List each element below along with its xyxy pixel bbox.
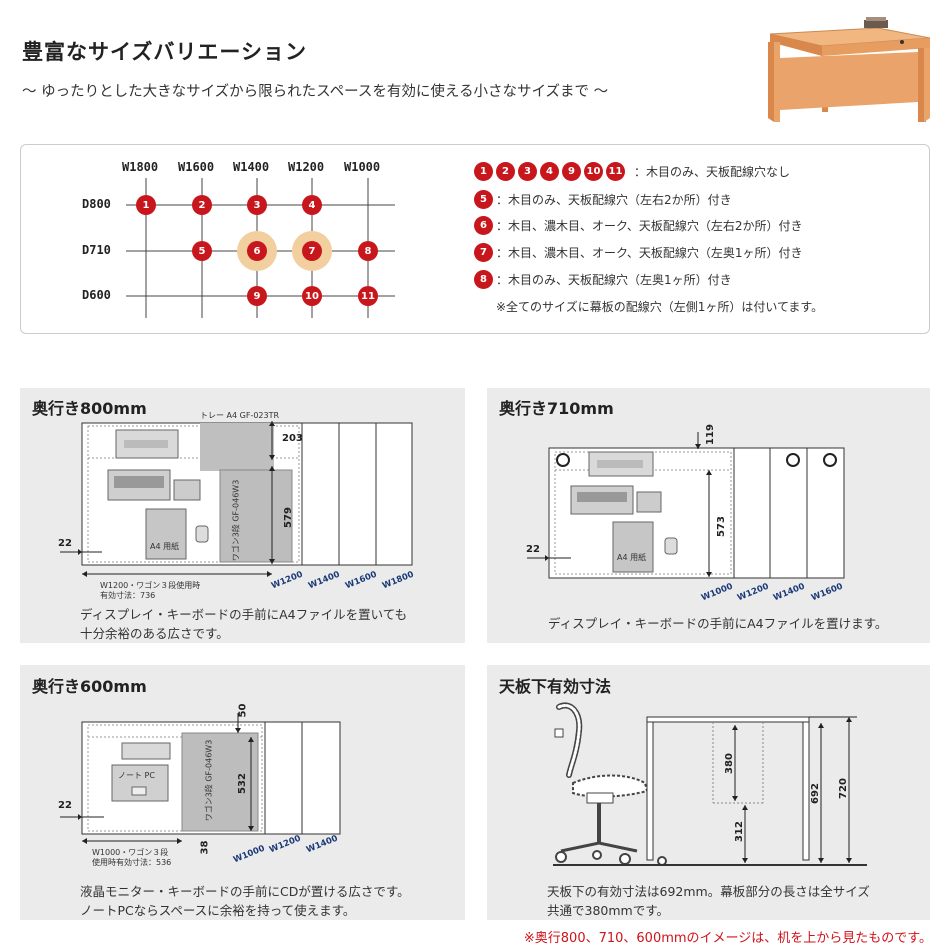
legend-number-4: 4 — [540, 162, 559, 181]
grid-point-6: 6 — [247, 241, 267, 261]
diagram-d600 — [60, 713, 341, 844]
width-label-w1000: W1000 — [344, 160, 381, 174]
dim-22-d800: 22 — [58, 538, 72, 549]
dim-38: 38 — [199, 840, 211, 855]
panel-d800-title: 奥行き800mm — [32, 399, 147, 418]
legend-number-5: 5 — [474, 190, 493, 209]
legend-number-7: 7 — [474, 243, 493, 262]
width-label-w1400: W1400 — [233, 160, 270, 174]
legend-number-6: 6 — [474, 216, 493, 235]
effective-note-d800-2: 有効寸法：736 — [100, 591, 156, 600]
dim-692: 692 — [809, 783, 821, 804]
width-label-w1200: W1200 — [288, 160, 325, 174]
effective-note-d600-2: 使用時有効寸法：536 — [92, 858, 172, 867]
width-label-w1600: W1600 — [178, 160, 215, 174]
wagon-label-d800: ワゴン3段 GF-046W3 — [231, 479, 241, 562]
legend-number-10: 10 — [584, 162, 603, 181]
caption-d600-1: 液晶モニター・キーボードの手前にCDが置ける広さです。 — [80, 884, 410, 899]
grid-point-10: 10 — [302, 286, 322, 306]
paper-label-d710: A4 用紙 — [617, 553, 647, 562]
panel-d600-title: 奥行き600mm — [32, 677, 147, 696]
diagram-under-desk — [553, 702, 867, 866]
dim-203: 203 — [282, 433, 303, 444]
depth-label-d800: D800 — [82, 197, 111, 211]
legend-number-3: 3 — [518, 162, 537, 181]
page-subtitle: 〜 ゆったりとした大きなサイズから限られたスペースを有効に使える小さなサイズまで… — [22, 84, 609, 100]
dim-532: 532 — [236, 773, 248, 794]
grid-point-1: 1 — [136, 195, 156, 215]
footer-note: ※奥行800、710、600mmのイメージは、机を上から見たものです。 — [523, 931, 932, 946]
diagram-d800 — [60, 421, 413, 577]
panel-d710-title: 奥行き710mm — [499, 399, 614, 418]
legend-row-7: 7 ：木目、濃木目、オーク、天板配線穴（左奥1ヶ所）付き — [474, 243, 803, 262]
caption-d800-1: ディスプレイ・キーボードの手前にA4ファイルを置いても — [80, 607, 408, 622]
legend-text-7: ：木目、濃木目、オーク、天板配線穴（左奥1ヶ所）付き — [496, 246, 803, 260]
dim-22-d710: 22 — [526, 544, 540, 555]
legend-text-5: ：木目のみ、天板配線穴（左右2か所）付き — [496, 193, 732, 207]
effective-note-d600-1: W1000・ワゴン３段 — [92, 848, 169, 857]
caption-d800-2: 十分余裕のある広さです。 — [80, 626, 229, 641]
legend-text-8: ：木目のみ、天板配線穴（左奥1ヶ所）付き — [496, 273, 732, 287]
caption-d600-2: ノートPCならスペースに余裕を持って使えます。 — [80, 903, 356, 918]
grid-point-11: 11 — [358, 286, 378, 306]
dim-50: 50 — [237, 703, 249, 718]
depth-label-d710: D710 — [82, 243, 111, 257]
legend-number-11: 11 — [606, 162, 625, 181]
legend-number-1: 1 — [474, 162, 493, 181]
page-title: 豊富なサイズバリエーション — [22, 40, 307, 64]
grid-point-9: 9 — [247, 286, 267, 306]
effective-note-d800-1: W1200・ワゴン３段使用時 — [100, 581, 201, 590]
dim-380: 380 — [723, 753, 735, 774]
legend-number-8: 8 — [474, 270, 493, 289]
legend-row-5: 5 ：木目のみ、天板配線穴（左右2か所）付き — [474, 190, 732, 209]
legend-number-9: 9 — [562, 162, 581, 181]
legend-text-plain: ：木目のみ、天板配線穴なし — [634, 165, 791, 179]
legend-row-8: 8 ：木目のみ、天板配線穴（左奥1ヶ所）付き — [474, 270, 732, 289]
tray-label: トレー A4 GF-023TR — [200, 411, 280, 420]
legend-number-2: 2 — [496, 162, 515, 181]
panel-under-title: 天板下有効寸法 — [499, 677, 612, 696]
caption-d710: ディスプレイ・キーボードの手前にA4ファイルを置けます。 — [548, 616, 888, 631]
diagram-d710 — [527, 432, 845, 579]
grid-point-8: 8 — [358, 241, 378, 261]
pc-label: ノート PC — [118, 771, 155, 780]
grid-point-3: 3 — [247, 195, 267, 215]
legend-text-6: ：木目、濃木目、オーク、天板配線穴（左右2か所）付き — [496, 219, 803, 233]
desk-photo — [768, 17, 931, 122]
dim-579: 579 — [282, 507, 294, 528]
grid-point-2: 2 — [192, 195, 212, 215]
depth-label-d600: D600 — [82, 288, 111, 302]
paper-label-d800: A4 用紙 — [150, 542, 180, 551]
dim-22-d600: 22 — [58, 800, 72, 811]
dim-119: 119 — [704, 424, 716, 445]
legend-note: ※全てのサイズに幕板の配線穴（左側1ヶ所）は付いてます。 — [496, 300, 824, 314]
width-label-w1800: W1800 — [122, 160, 159, 174]
grid-point-7: 7 — [302, 241, 322, 261]
dim-573: 573 — [715, 516, 727, 537]
caption-under-2: 共通で380mmです。 — [547, 903, 669, 918]
wagon-label-d600: ワゴン3段 GF-046W3 — [204, 739, 214, 822]
dim-312: 312 — [733, 821, 745, 842]
grid-point-4: 4 — [302, 195, 322, 215]
dim-720: 720 — [837, 778, 849, 799]
legend-row-6: 6 ：木目、濃木目、オーク、天板配線穴（左右2か所）付き — [474, 216, 803, 235]
caption-under-1: 天板下の有効寸法は692mm。幕板部分の長さは全サイズ — [547, 884, 870, 899]
grid-point-5: 5 — [192, 241, 212, 261]
